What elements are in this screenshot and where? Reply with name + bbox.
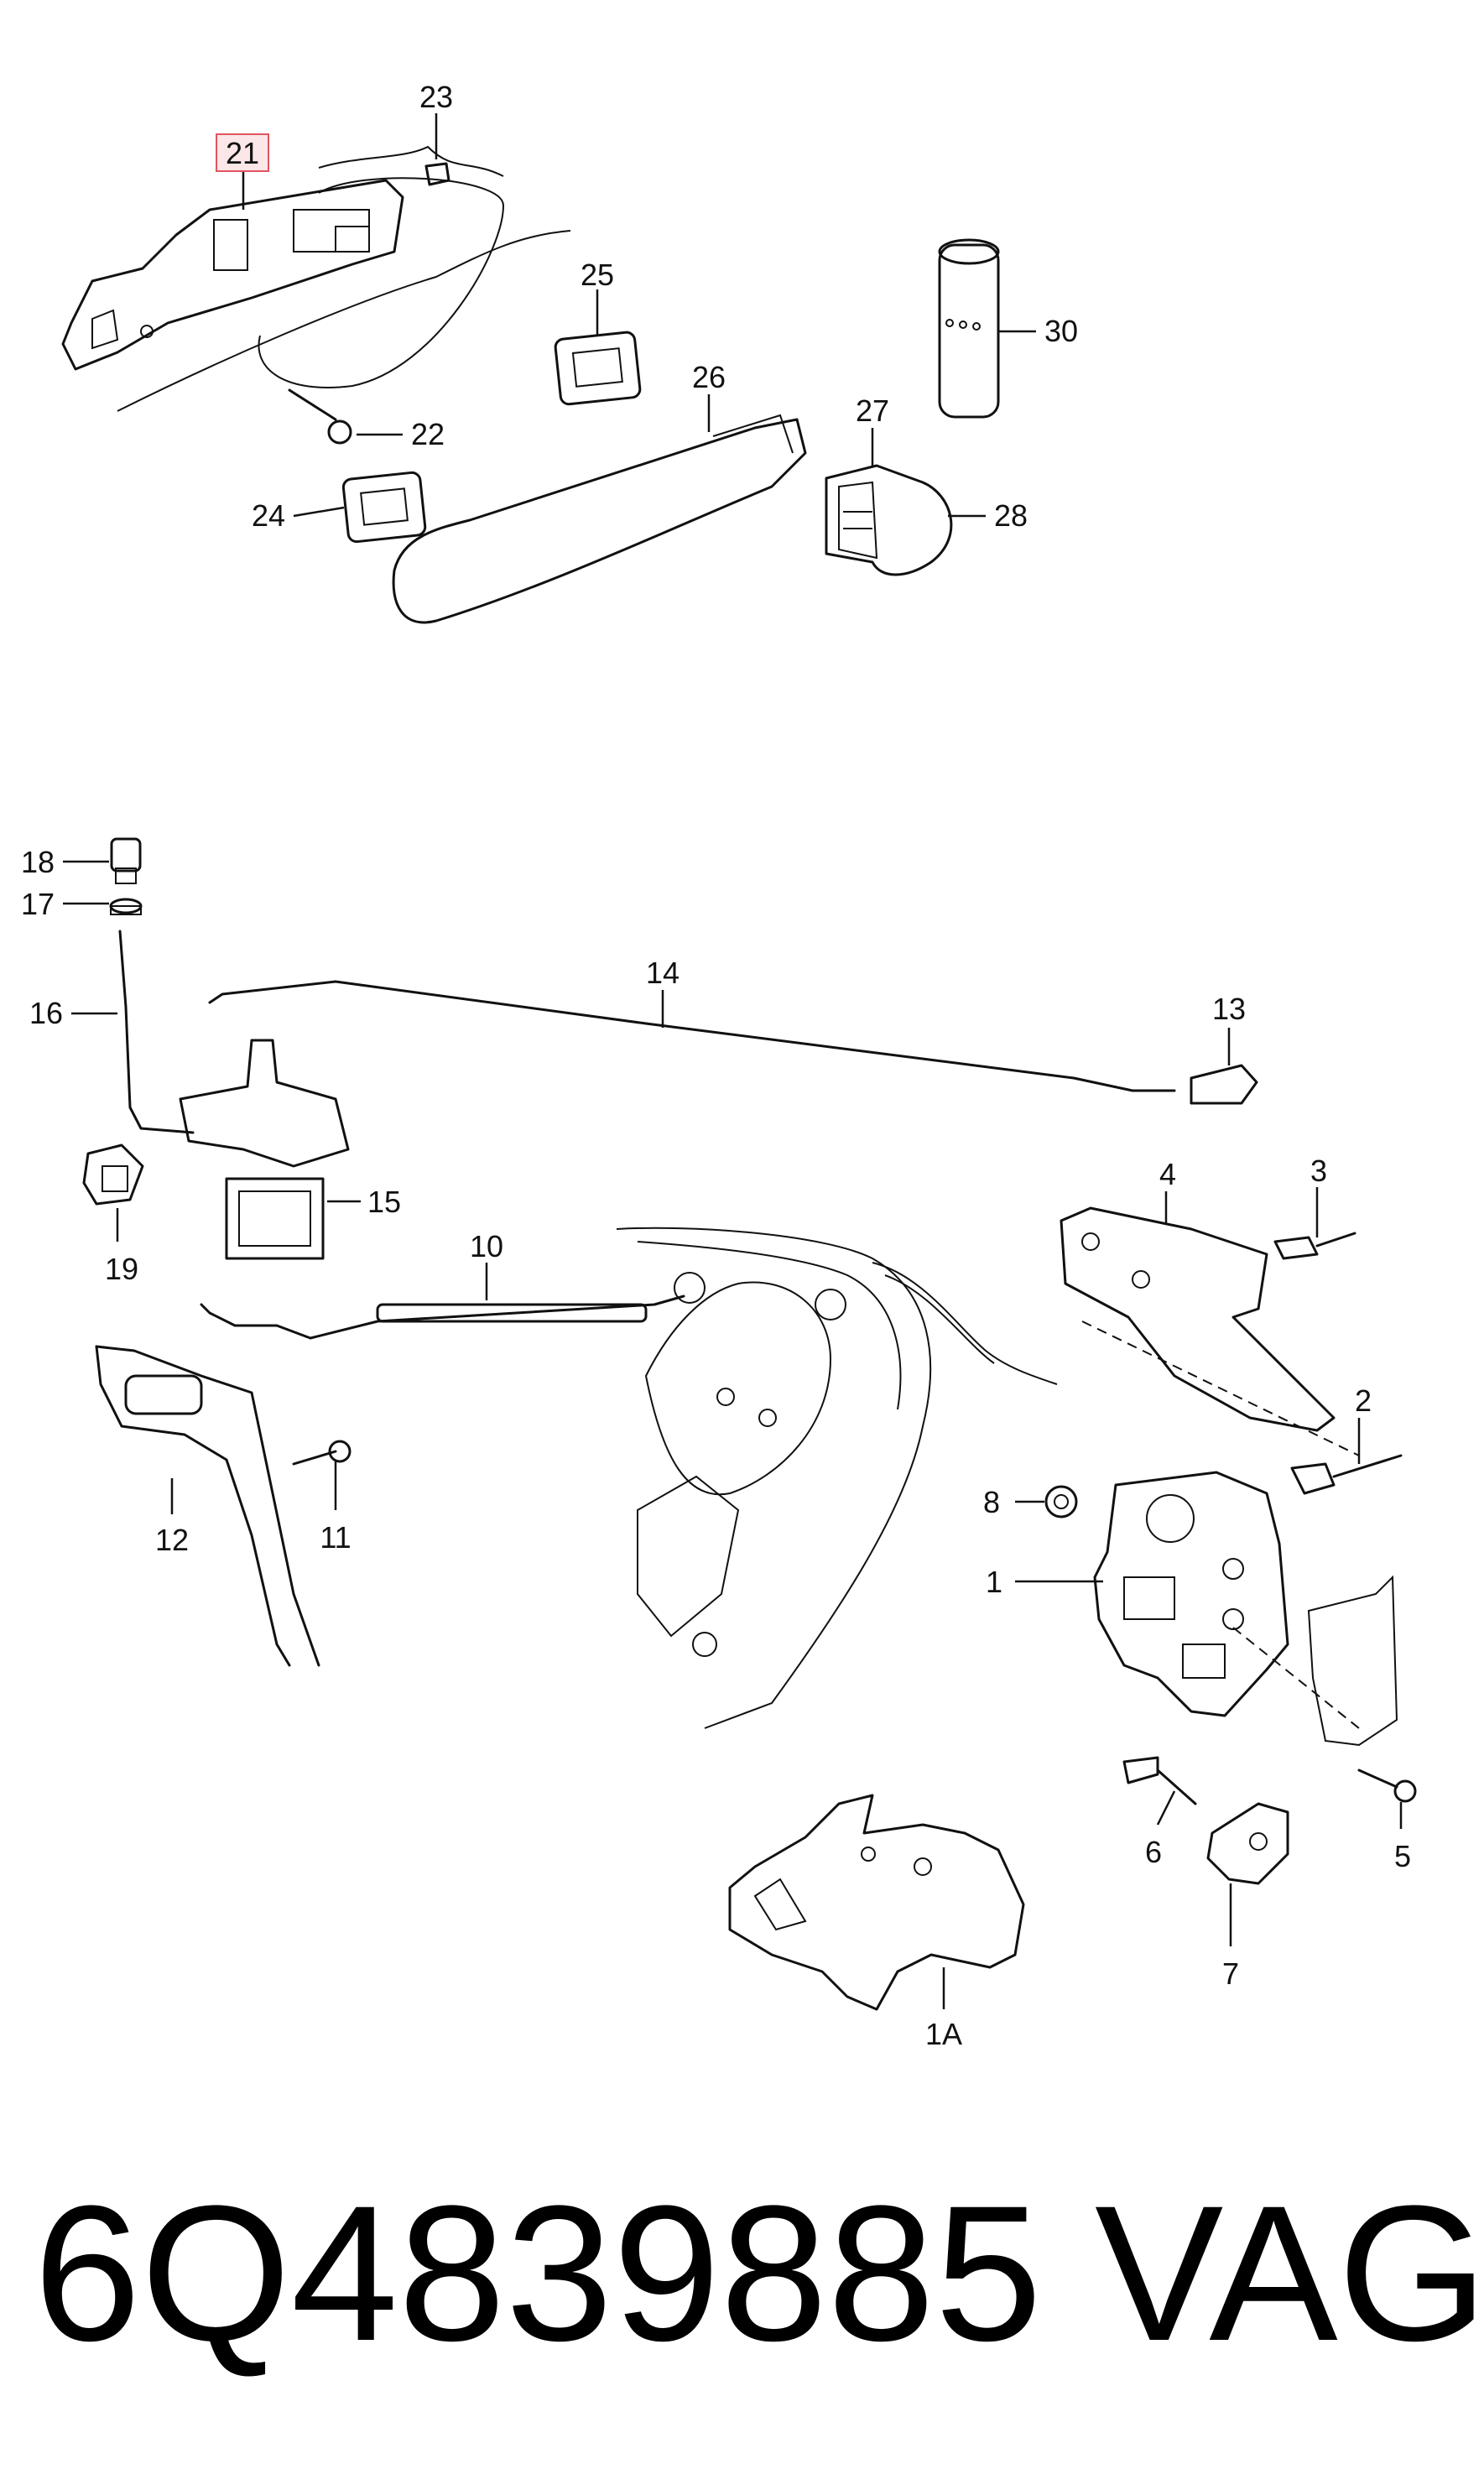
bracket-7[interactable] bbox=[1206, 1802, 1289, 1885]
leader-lines bbox=[63, 113, 1403, 2009]
door-skin-curve bbox=[258, 177, 505, 388]
door-lock-1[interactable] bbox=[1093, 1471, 1289, 1717]
label-19[interactable]: 19 bbox=[105, 1252, 138, 1286]
bracket-4[interactable] bbox=[1060, 1206, 1336, 1432]
label-15[interactable]: 15 bbox=[367, 1185, 401, 1219]
interior-rod-group bbox=[82, 837, 1258, 1260]
knob-18[interactable] bbox=[110, 837, 142, 884]
label-28[interactable]: 28 bbox=[994, 498, 1028, 533]
door-skin-outline bbox=[117, 230, 571, 412]
label-17[interactable]: 17 bbox=[21, 887, 55, 921]
label-8[interactable]: 8 bbox=[983, 1485, 1000, 1519]
label-21[interactable]: 21 bbox=[226, 136, 259, 170]
lock-assembly-group bbox=[728, 1206, 1417, 2011]
sleeve-17[interactable] bbox=[109, 898, 143, 915]
label-30[interactable]: 30 bbox=[1044, 314, 1078, 348]
exterior-handle-group bbox=[61, 145, 1000, 624]
label-23[interactable]: 23 bbox=[419, 80, 453, 114]
door-frame-outline bbox=[616, 1227, 932, 1729]
lock-cylinder-30[interactable] bbox=[938, 238, 1000, 419]
screw-11[interactable] bbox=[292, 1440, 351, 1466]
lock-cable-loop bbox=[872, 1262, 1058, 1385]
screw-5[interactable] bbox=[1357, 1769, 1417, 1803]
cable-10[interactable] bbox=[200, 1294, 685, 1340]
label-22[interactable]: 22 bbox=[411, 417, 445, 451]
inner-handle-group bbox=[95, 1345, 351, 1667]
label-27[interactable]: 27 bbox=[856, 393, 889, 428]
washer-8[interactable] bbox=[1044, 1485, 1078, 1518]
label-7[interactable]: 7 bbox=[1222, 1956, 1239, 1991]
label-5[interactable]: 5 bbox=[1394, 1839, 1411, 1873]
label-18[interactable]: 18 bbox=[21, 845, 55, 879]
connector-3[interactable] bbox=[1273, 1232, 1356, 1260]
label-6[interactable]: 6 bbox=[1145, 1835, 1162, 1869]
label-2[interactable]: 2 bbox=[1355, 1383, 1372, 1418]
label-1a[interactable]: 1A bbox=[925, 2017, 962, 2051]
cover-1a[interactable] bbox=[728, 1794, 1025, 2011]
part-number: 6Q4839885 bbox=[34, 2165, 1043, 2381]
rod-14[interactable] bbox=[208, 980, 1176, 1092]
clip-13[interactable] bbox=[1190, 1064, 1258, 1105]
inner-handle-12[interactable] bbox=[95, 1345, 320, 1667]
screw-22[interactable] bbox=[288, 388, 352, 445]
assembly-dashed-line-2 bbox=[1232, 1627, 1360, 1729]
label-10[interactable]: 10 bbox=[470, 1229, 503, 1263]
door-panel-edge bbox=[1307, 1575, 1398, 1747]
plug-2[interactable] bbox=[1290, 1454, 1403, 1495]
handle-carrier[interactable] bbox=[61, 179, 404, 371]
screw-6[interactable] bbox=[1122, 1756, 1197, 1805]
highlight-box-21 bbox=[216, 133, 269, 172]
cover-cap-27-28[interactable] bbox=[825, 464, 953, 576]
cap-23[interactable] bbox=[424, 162, 450, 186]
handle-26[interactable] bbox=[392, 414, 807, 624]
clip-19[interactable] bbox=[82, 1143, 144, 1206]
assembly-dashed-line bbox=[1081, 1321, 1360, 1456]
door-frame-group bbox=[200, 1227, 1058, 1729]
label-16[interactable]: 16 bbox=[29, 996, 63, 1030]
part-labels: 21 23 22 24 25 26 27 28 30 18 17 16 14 1… bbox=[21, 80, 1411, 2051]
label-13[interactable]: 13 bbox=[1212, 992, 1246, 1026]
door-skin-edge bbox=[318, 145, 504, 177]
seal-24[interactable] bbox=[341, 471, 427, 544]
label-3[interactable]: 3 bbox=[1310, 1154, 1327, 1188]
label-25[interactable]: 25 bbox=[581, 258, 614, 292]
rod-16[interactable] bbox=[118, 930, 195, 1134]
label-11[interactable]: 11 bbox=[320, 1520, 351, 1555]
label-14[interactable]: 14 bbox=[646, 956, 680, 990]
brand-name: VAG bbox=[1095, 2165, 1484, 2381]
label-24[interactable]: 24 bbox=[252, 498, 285, 533]
seal-25[interactable] bbox=[554, 331, 642, 406]
label-4[interactable]: 4 bbox=[1159, 1157, 1176, 1191]
label-1[interactable]: 1 bbox=[986, 1565, 1002, 1599]
label-12[interactable]: 12 bbox=[155, 1523, 189, 1557]
bracket-15[interactable] bbox=[179, 1039, 350, 1260]
label-26[interactable]: 26 bbox=[692, 360, 726, 394]
